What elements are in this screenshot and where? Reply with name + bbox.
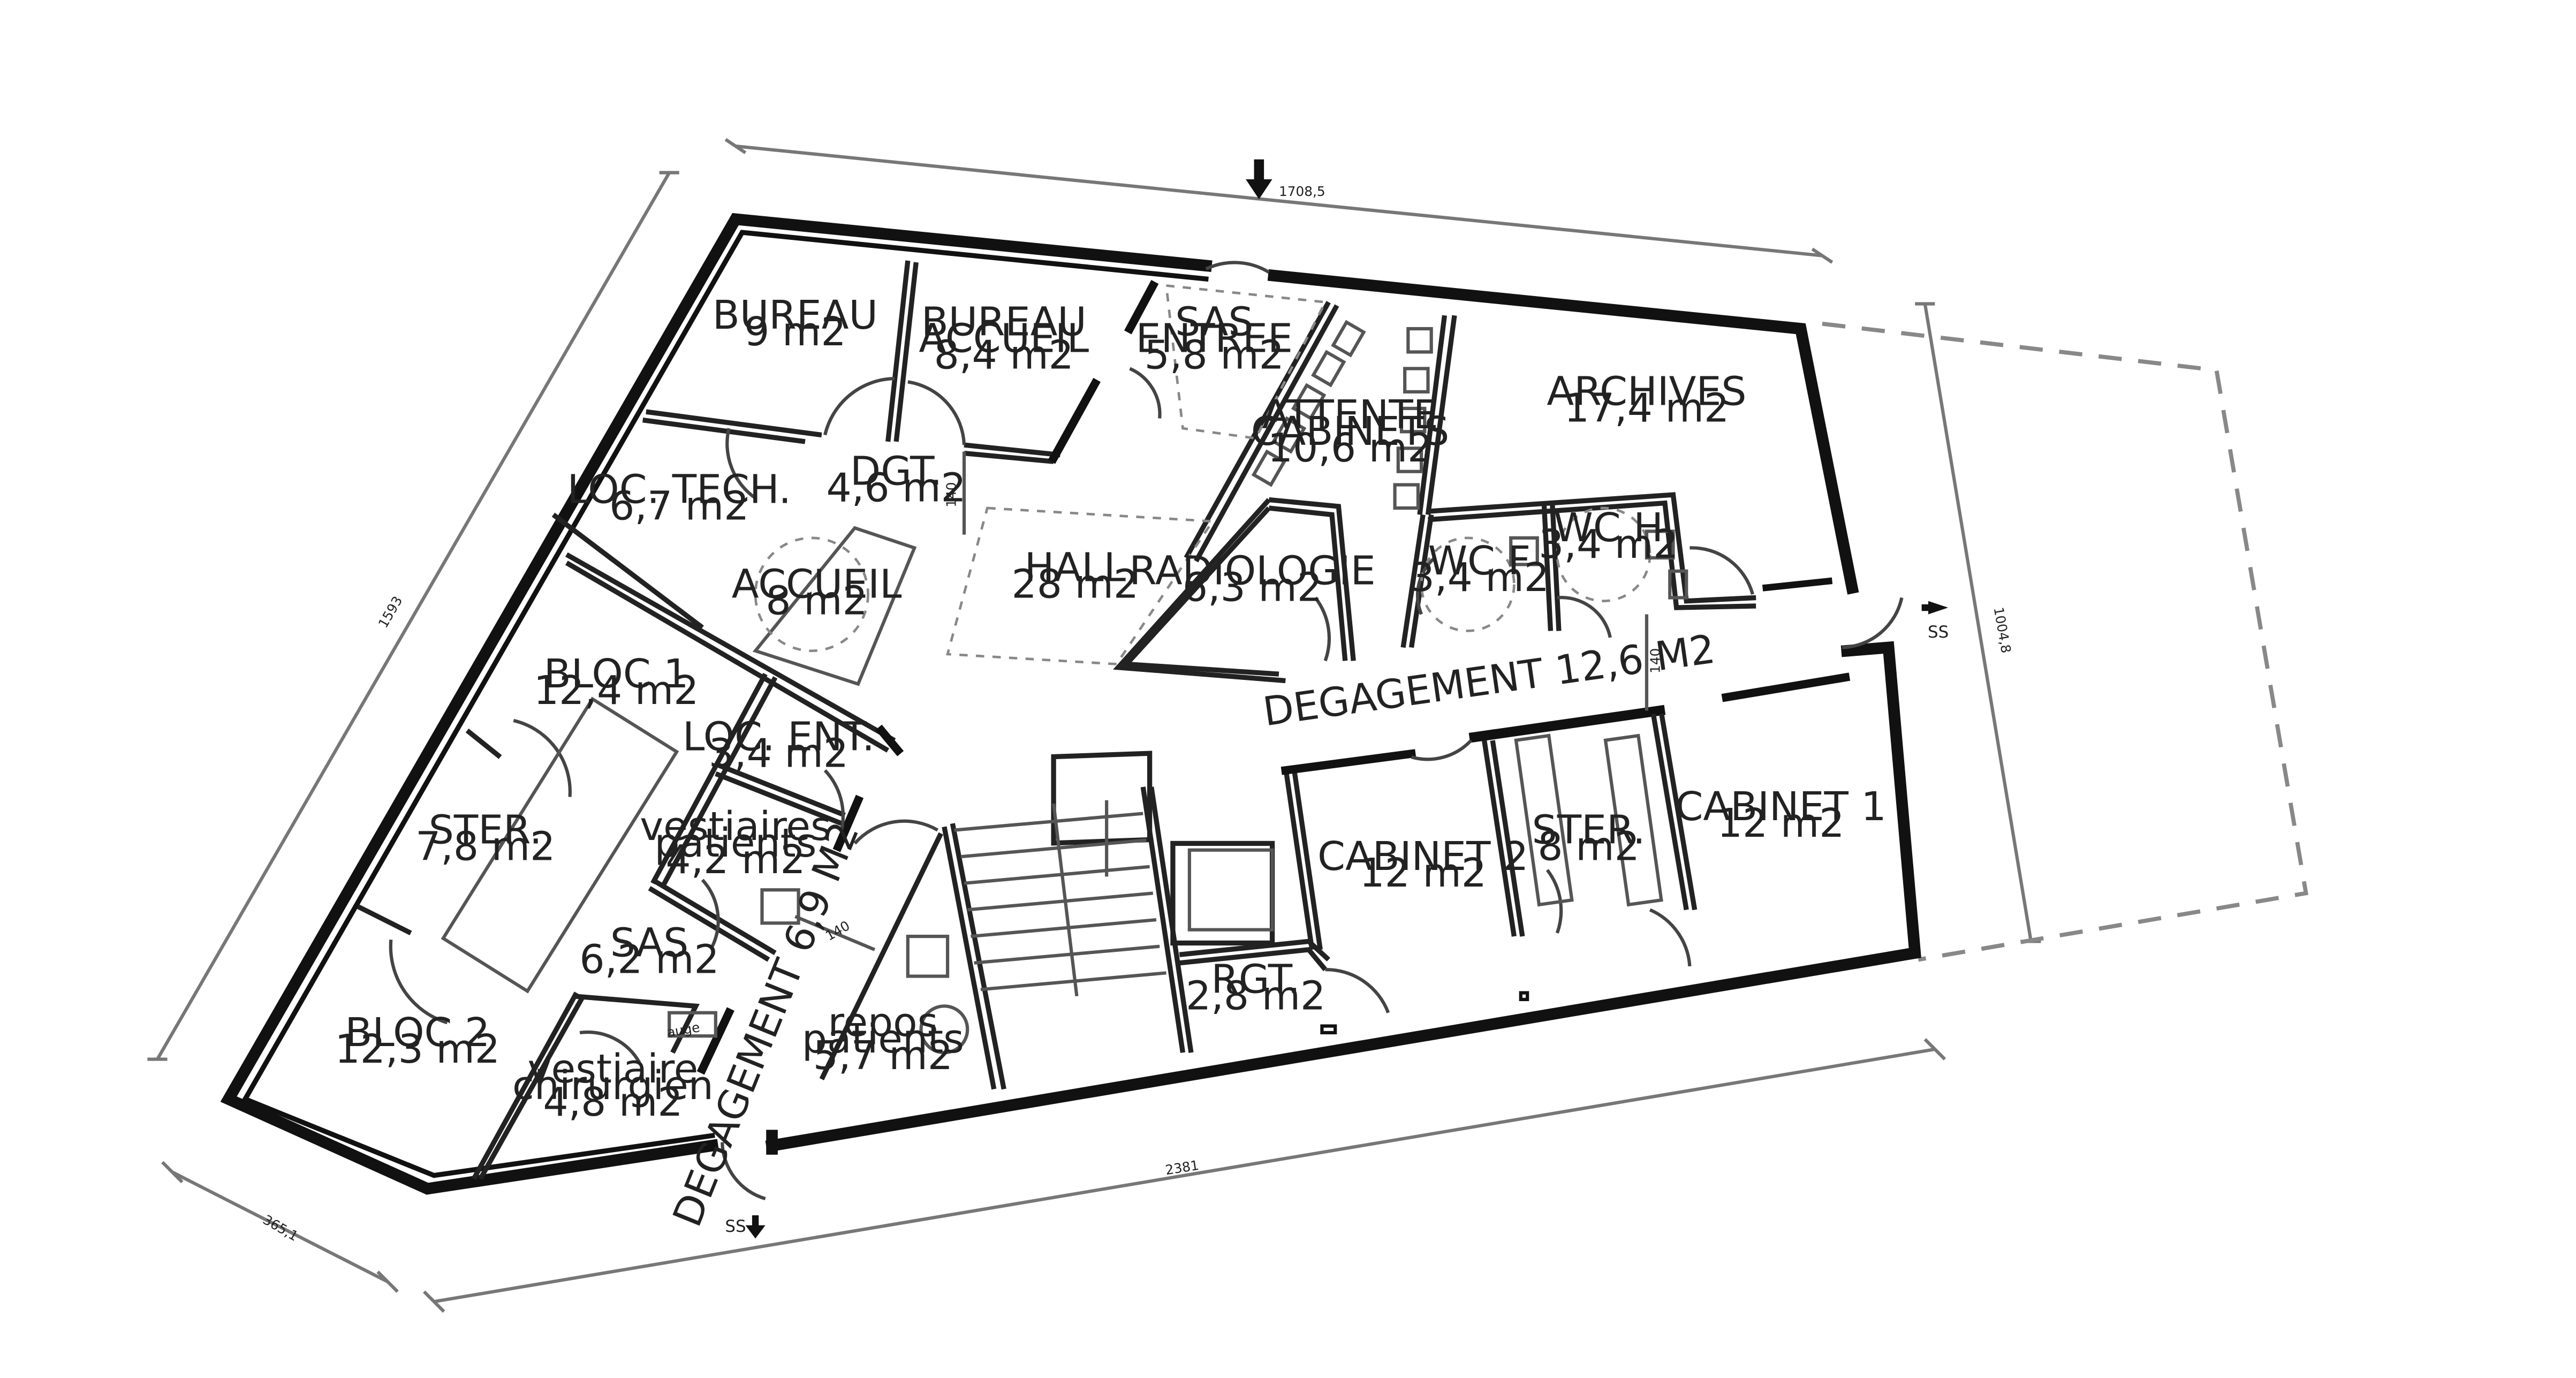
room-area-cabinet-2: 12 m2: [1359, 850, 1487, 896]
dim-line-top: [735, 144, 1823, 258]
dim-right: 1004,8: [1991, 606, 2014, 654]
exit-arrow-right-icon: [1921, 601, 1949, 615]
room-name-bloc-2: BLOC 2: [345, 1009, 490, 1056]
dim-left: 1593: [375, 594, 406, 631]
exit-arrow-down-icon: [745, 1215, 766, 1239]
room-name2-sas-entree: ENTREE: [1136, 315, 1293, 361]
exterior-walls: [220, 213, 1921, 1195]
room-name-vestiaire-chirurgien: vestiaire: [528, 1046, 699, 1092]
interior-walls: [357, 260, 1851, 1180]
dim-line-bottom-left: [171, 1170, 389, 1283]
dim-line-left: [156, 171, 671, 1061]
entrance-arrow-icon: [1246, 159, 1272, 200]
clearance-label-2: 140: [1648, 648, 1663, 673]
room-name-archives: ARCHIVES: [1547, 368, 1746, 415]
dim-bottom-left: 365,1: [260, 1212, 301, 1244]
room-area-loc-tech: 6,7 m2: [609, 483, 749, 529]
room-area-bloc-1: 12,4 m2: [534, 667, 699, 714]
room-name-loc-ent: LOC. ENT.: [683, 714, 875, 760]
room-name2-repos: patients: [802, 1016, 964, 1062]
room-name-dgt: DGT.: [850, 448, 942, 494]
room-area-vestiaires: 4,2 m2: [665, 836, 805, 883]
room-area-bloc-2: 12,3 m2: [335, 1026, 500, 1072]
room-name-bureau-accueil: BUREAU: [921, 298, 1087, 345]
room-name-cabinet-2: CABINET 2: [1317, 833, 1528, 880]
clearance-label-1: 140: [944, 482, 959, 507]
room-name-accueil: ACCUEIL: [732, 561, 902, 607]
room-name2-attente: CABINETS: [1251, 408, 1449, 455]
door-swings: [389, 261, 1904, 1201]
room-area-cabinet-1: 12 m2: [1717, 800, 1845, 846]
room-area-hall: 28 m2: [1012, 561, 1139, 607]
dim-line-right: [1923, 304, 2033, 942]
room-area-repos: 5,7 m2: [813, 1032, 953, 1079]
room-area-ster-right: 8 m2: [1537, 823, 1639, 869]
dim-top: 1708,5: [1279, 184, 1325, 199]
room-name-radiologie: RADIOLOGIE: [1129, 548, 1375, 594]
room-name2-bureau-accueil: ACCUEIL: [919, 315, 1089, 361]
room-area-dgt: 4,6 m2: [827, 464, 966, 511]
room-name2-vestiaire-chirurgien: chirurgien: [512, 1062, 714, 1109]
exit-label-right: SS: [1928, 623, 1949, 642]
circulation-zones: [752, 284, 1651, 1055]
exit-label-bottom: SS: [725, 1217, 746, 1236]
room-name-rgt: RGT.: [1211, 956, 1300, 1002]
room-area-rgt: 2,8 m2: [1186, 972, 1325, 1019]
room-name-cabinet-1: CABINET 1: [1676, 783, 1886, 830]
room-name-sas-entree: SAS: [1175, 298, 1253, 345]
room-name-ster-right: STER.: [1532, 806, 1646, 853]
dashed-outline: [1822, 321, 2309, 962]
room-name-vestiaires: vestiaires: [640, 803, 831, 850]
room-area-radiologie: 6,3 m2: [1183, 564, 1322, 611]
room-area-loc-ent: 3,4 m2: [709, 730, 848, 777]
room-labels: BUREAU 9 m2 BUREAU ACCUEIL 8,4 m2 SAS EN…: [335, 292, 1886, 1125]
room-area-archives: 17,4 m2: [1564, 385, 1729, 431]
room-name-bloc-1: BLOC 1: [544, 650, 689, 697]
dimension-lines: [147, 138, 2041, 1313]
room-area-bureau: 9 m2: [744, 308, 846, 355]
room-name-wc-f: WC F: [1428, 537, 1531, 584]
sanitary-fixtures: [441, 529, 1688, 1038]
staircase: [954, 751, 1275, 997]
dim-line-bottom: [434, 1047, 1935, 1304]
room-name-repos: repos: [828, 999, 938, 1046]
room-area-sas: 6,2 m2: [579, 936, 719, 982]
room-name-hall: HALL: [1025, 544, 1126, 590]
room-name-attente: ATTENTE: [1262, 391, 1438, 438]
room-name-loc-tech: LOC. TECH.: [567, 466, 791, 513]
room-area-bureau-accueil: 8,4 m2: [934, 331, 1074, 378]
room-name2-vestiaires: patients: [655, 820, 817, 866]
room-area-ster-left: 7,8 m2: [415, 823, 555, 869]
room-name-ster-left: STER.: [429, 806, 542, 853]
room-area-accueil: 8 m2: [766, 577, 867, 624]
room-name-sas: SAS: [610, 919, 688, 966]
room-name-wc-h: WC H: [1554, 504, 1663, 551]
room-area-attente: 10,6 m2: [1268, 425, 1433, 471]
room-area-wc-h: 3,4 m2: [1539, 521, 1678, 567]
room-name-bureau: BUREAU: [713, 292, 878, 338]
room-area-wc-f: 3,4 m2: [1410, 554, 1549, 601]
clearance-line-3: [794, 915, 876, 951]
room-area-vestiaire-chirurgien: 4,8 m2: [543, 1079, 683, 1125]
room-area-sas-entree: 5,8 m2: [1145, 331, 1284, 378]
waiting-chairs: [1251, 320, 1433, 510]
